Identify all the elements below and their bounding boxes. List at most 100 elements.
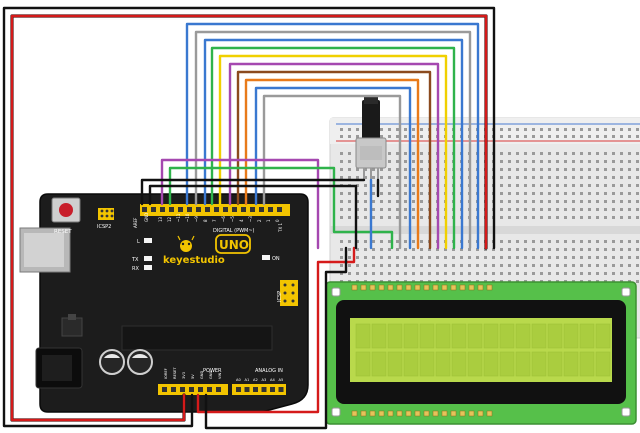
breadboard-hole xyxy=(364,184,367,187)
breadboard-hole xyxy=(532,256,535,259)
breadboard-hole xyxy=(412,176,415,179)
breadboard-hole xyxy=(508,216,511,219)
breadboard-hole xyxy=(444,264,447,267)
breadboard-hole xyxy=(380,184,383,187)
breadboard-hole xyxy=(628,176,631,179)
breadboard-hole xyxy=(436,272,439,275)
breadboard-hole xyxy=(380,128,383,131)
breadboard-hole xyxy=(388,184,391,187)
wire-yellow-d7 xyxy=(218,54,448,250)
breadboard-hole xyxy=(420,160,423,163)
breadboard-hole xyxy=(396,200,399,203)
wire-orange-d4 xyxy=(244,78,420,250)
breadboard-hole xyxy=(420,192,423,195)
lcd-pad xyxy=(378,410,385,417)
breadboard-hole xyxy=(356,256,359,259)
breadboard-hole xyxy=(356,128,359,131)
breadboard-hole xyxy=(412,216,415,219)
breadboard-hole xyxy=(404,168,407,171)
microcontroller-chip xyxy=(121,325,273,351)
breadboard-hole xyxy=(628,135,631,138)
breadboard-hole xyxy=(580,168,583,171)
breadboard-hole xyxy=(460,272,463,275)
breadboard-hole xyxy=(620,200,623,203)
digital-pin-label: 2 xyxy=(257,219,262,222)
wire-black-gnd xyxy=(2,6,496,428)
lcd-pad xyxy=(351,410,358,417)
breadboard-hole xyxy=(356,168,359,171)
breadboard-hole xyxy=(348,248,351,251)
breadboard-hole xyxy=(516,168,519,171)
breadboard-hole xyxy=(604,184,607,187)
breadboard-hole xyxy=(356,184,359,187)
digital-pin-holes xyxy=(142,207,282,212)
breadboard-hole xyxy=(508,192,511,195)
breadboard-hole xyxy=(372,264,375,267)
breadboard-hole xyxy=(532,128,535,131)
breadboard-hole xyxy=(612,272,615,275)
breadboard-hole xyxy=(396,248,399,251)
analog-pin-hole xyxy=(244,387,250,392)
breadboard-hole xyxy=(572,272,575,275)
breadboard-hole xyxy=(588,272,591,275)
breadboard-hole xyxy=(580,184,583,187)
breadboard-hole xyxy=(500,272,503,275)
analog-pin-hole xyxy=(253,387,258,392)
lcd-pad xyxy=(468,410,475,417)
breadboard-hole xyxy=(588,264,591,267)
lcd-character-cell xyxy=(435,351,451,377)
breadboard-hole xyxy=(420,152,423,155)
breadboard-hole xyxy=(556,152,559,155)
breadboard-hole xyxy=(404,128,407,131)
breadboard-hole xyxy=(524,264,527,267)
breadboard-hole xyxy=(412,208,415,211)
breadboard-hole xyxy=(580,208,583,211)
breadboard-hole xyxy=(580,176,583,179)
analog-pin-label: A2 xyxy=(253,378,258,382)
breadboard-hole xyxy=(636,264,639,267)
analog-pin-label: A4 xyxy=(270,378,275,382)
digital-pin-label: 1 xyxy=(266,219,271,222)
wire-green xyxy=(168,166,394,250)
breadboard-hole xyxy=(364,208,367,211)
breadboard-hole xyxy=(380,208,383,211)
breadboard-hole xyxy=(524,216,527,219)
breadboard-hole xyxy=(524,248,527,251)
breadboard-hole xyxy=(508,272,511,275)
aref-label: AREF xyxy=(133,217,138,228)
breadboard-hole xyxy=(620,176,623,179)
breadboard-hole xyxy=(340,200,343,203)
breadboard-hole xyxy=(372,184,375,187)
breadboard-hole xyxy=(524,200,527,203)
breadboard-hole xyxy=(396,128,399,131)
breadboard-hole xyxy=(532,192,535,195)
breadboard-hole xyxy=(620,160,623,163)
breadboard-hole xyxy=(420,184,423,187)
breadboard-hole xyxy=(372,240,375,243)
breadboard-hole xyxy=(516,135,519,138)
breadboard-hole xyxy=(620,256,623,259)
lcd-pad xyxy=(360,410,367,417)
voltage-regulator xyxy=(61,317,83,337)
breadboard-hole xyxy=(540,152,543,155)
breadboard-hole xyxy=(516,272,519,275)
breadboard-hole xyxy=(340,208,343,211)
breadboard-hole xyxy=(396,256,399,259)
breadboard-hole xyxy=(540,272,543,275)
breadboard-hole xyxy=(396,240,399,243)
breadboard-hole xyxy=(620,248,623,251)
breadboard-hole xyxy=(500,176,503,179)
breadboard-hole xyxy=(572,168,575,171)
breadboard-hole xyxy=(612,192,615,195)
breadboard-hole xyxy=(556,168,559,171)
breadboard-hole xyxy=(404,208,407,211)
breadboard-hole xyxy=(412,192,415,195)
breadboard-hole xyxy=(380,176,383,179)
digital-pin-label: ~3 xyxy=(248,216,253,222)
digital-pin-label: 4 xyxy=(239,219,244,222)
power-pin-hole xyxy=(216,387,221,392)
breadboard-hole xyxy=(388,168,391,171)
breadboard-hole xyxy=(564,216,567,219)
breadboard-hole xyxy=(620,184,623,187)
breadboard-hole xyxy=(548,160,551,163)
